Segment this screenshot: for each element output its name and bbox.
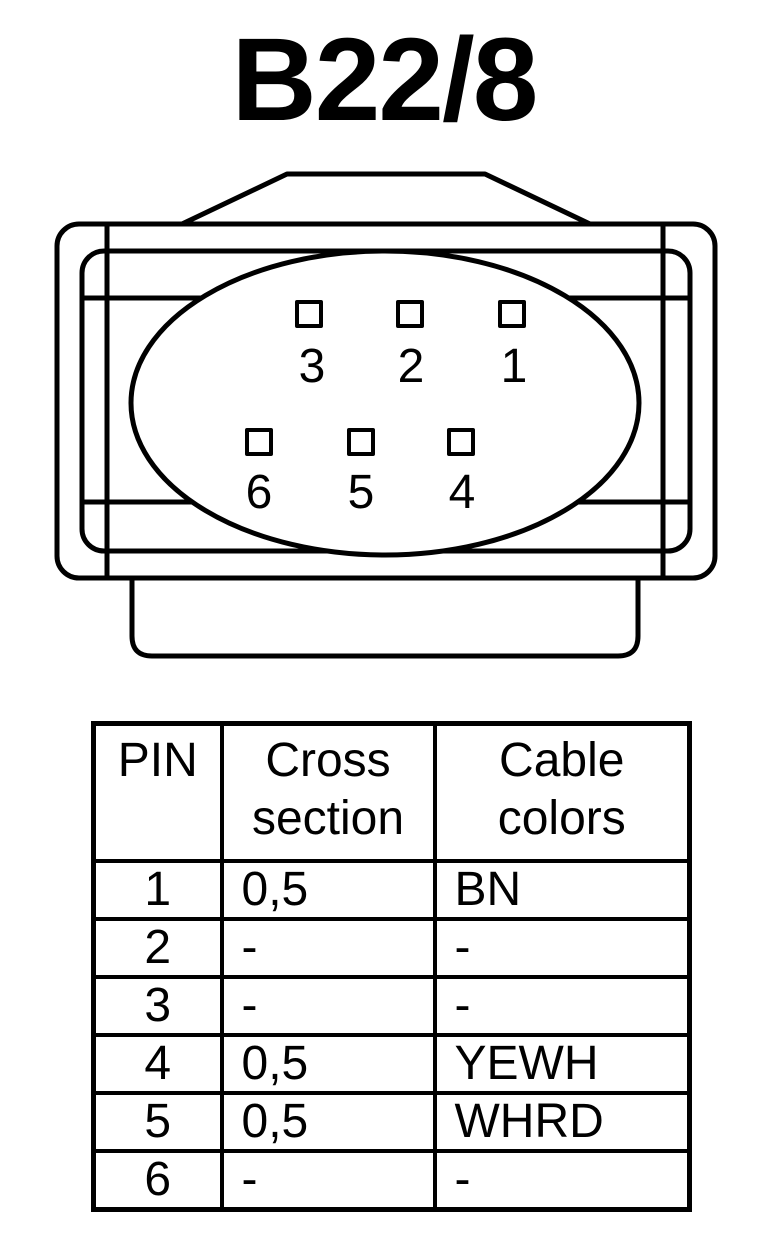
cell-pin: 5 (91, 1091, 224, 1153)
table-header-row: PIN Cross section Cable colors (91, 721, 692, 863)
header-cable-colors-line-2: colors (497, 792, 626, 845)
table-row: 2 - - (91, 917, 692, 979)
table-row: 5 0,5 WHRD (91, 1091, 692, 1153)
connector-face (128, 248, 642, 558)
header-cross-section: Cross section (219, 721, 437, 863)
cell-pin: 4 (91, 1033, 224, 1095)
cell-pin: 3 (91, 975, 224, 1037)
header-cross-section-line-1: Cross (265, 734, 391, 787)
pin-2: 2 (396, 300, 425, 393)
pin-5-label: 5 (348, 466, 375, 519)
cell-cross-section: - (219, 917, 437, 979)
cell-cable-color: YEWH (432, 1033, 692, 1095)
table-row: 1 0,5 BN (91, 859, 692, 921)
cell-cross-section: - (219, 1149, 437, 1212)
connector-bottom-tab (129, 578, 641, 659)
pin-6-contact (245, 428, 273, 456)
pin-1-contact (498, 300, 526, 328)
header-pin: PIN (91, 721, 224, 863)
pin-3: 3 (295, 300, 326, 393)
table-row: 6 - - (91, 1149, 692, 1212)
pin-4-contact (447, 428, 475, 456)
connector-diagram: 3 2 1 6 5 4 (54, 171, 718, 659)
cell-cross-section: 0,5 (219, 1033, 437, 1095)
cell-cable-color: - (432, 975, 692, 1037)
pin-3-contact (295, 300, 323, 328)
header-pin-label: PIN (117, 734, 198, 787)
header-cable-colors-line-1: Cable (499, 734, 625, 787)
pin-4: 4 (447, 428, 476, 519)
cell-cable-color: WHRD (432, 1091, 692, 1153)
connector-latch (180, 171, 592, 227)
table-row: 3 - - (91, 975, 692, 1037)
cell-pin: 1 (91, 859, 224, 921)
connector-housing-outer (54, 221, 718, 581)
pin-6: 6 (245, 428, 273, 519)
cell-pin: 2 (91, 917, 224, 979)
cell-cross-section: 0,5 (219, 1091, 437, 1153)
connector-title: B22/8 (231, 14, 539, 146)
cell-cable-color: - (432, 1149, 692, 1212)
cell-cable-color: - (432, 917, 692, 979)
pin-3-label: 3 (299, 340, 326, 393)
header-cable-colors: Cable colors (432, 721, 692, 863)
table-row: 4 0,5 YEWH (91, 1033, 692, 1095)
pin-assignment-table: PIN Cross section Cable colors 1 0,5 BN … (91, 721, 692, 1212)
cell-pin: 6 (91, 1149, 224, 1212)
pin-5: 5 (347, 428, 375, 519)
pin-6-label: 6 (246, 466, 273, 519)
cell-cable-color: BN (432, 859, 692, 921)
pin-2-label: 2 (398, 340, 425, 393)
pin-1-label: 1 (501, 340, 528, 393)
cell-cross-section: 0,5 (219, 859, 437, 921)
pin-5-contact (347, 428, 375, 456)
pin-2-contact (396, 300, 424, 328)
header-cross-section-line-2: section (251, 792, 405, 845)
cell-cross-section: - (219, 975, 437, 1037)
pin-1: 1 (498, 300, 528, 393)
pin-4-label: 4 (449, 466, 476, 519)
